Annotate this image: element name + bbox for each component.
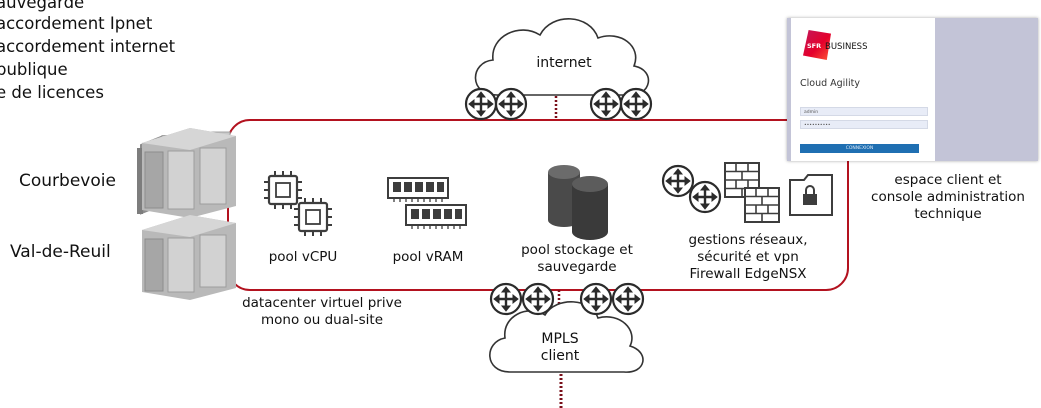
internet-cloud-label: internet [536, 55, 592, 71]
server-rack-icon [137, 131, 231, 216]
network-label-line2: sécurité et vpn [697, 249, 799, 265]
mpls-cloud-label-line1: MPLS [541, 331, 579, 347]
brand-text: BUSINESS [825, 42, 868, 52]
service-list-item: accordement internet [0, 37, 176, 56]
router-icon [619, 87, 653, 121]
mpls-cloud-label-line2: client [540, 348, 580, 364]
console-label-line1: espace client et [894, 172, 1002, 188]
ram-stick-icon [405, 204, 467, 230]
service-list-item: publique [0, 60, 68, 79]
router-icon [464, 87, 498, 121]
mpls-cloud [489, 301, 644, 373]
cpu-chip-icon [292, 196, 334, 238]
storage-icon [548, 165, 608, 240]
router-icon [494, 87, 528, 121]
username-field[interactable]: admin [800, 107, 928, 116]
ram-stick-icon [387, 177, 449, 203]
pool-vcpu-label: pool vCPU [268, 249, 338, 265]
sfr-logo-text: SFR [807, 42, 822, 50]
site-label-val-de-reuil: Val-de-Reuil [10, 242, 111, 262]
router-icon [688, 180, 722, 214]
internet-cloud [474, 18, 650, 96]
login-panel: SFR BUSINESS Cloud Agility admin •••••••… [791, 18, 935, 161]
router-icon [589, 87, 623, 121]
router-icon [579, 282, 613, 316]
server-rack-icon [142, 128, 236, 218]
server-rack-icon [142, 215, 236, 300]
router-icon [489, 282, 523, 316]
pool-storage-label-line1: pool stockage et [521, 242, 633, 258]
console-label-line3: technique [914, 206, 982, 222]
password-field[interactable]: •••••••••• [800, 120, 928, 129]
firewall-icon [744, 187, 780, 223]
service-list-item: auvegarde [0, 0, 85, 12]
network-label-line3: Firewall EdgeNSX [689, 266, 807, 282]
login-screenshot: SFR BUSINESS Cloud Agility admin •••••••… [787, 18, 1038, 161]
lock-icon [789, 174, 833, 216]
router-icon [661, 164, 695, 198]
router-icon [521, 282, 555, 316]
cpu-chip-icon [262, 169, 304, 211]
service-list-item: e de licences [0, 83, 104, 102]
service-list-item: accordement Ipnet [0, 14, 153, 33]
site-label-courbevoie: Courbevoie [19, 171, 116, 191]
network-label-line1: gestions réseaux, [688, 232, 808, 248]
router-icon [611, 282, 645, 316]
console-label-line2: console administration [871, 189, 1025, 205]
pool-vram-label: pool vRAM [392, 249, 464, 265]
datacenter-label-line1: datacenter virtuel prive [242, 295, 402, 311]
app-name: Cloud Agility [800, 78, 860, 89]
datacenter-label-line2: mono ou dual-site [260, 312, 384, 328]
pool-storage-label-line2: sauvegarde [537, 259, 617, 275]
sfr-logo [803, 30, 831, 60]
login-button[interactable]: CONNEXION [800, 144, 919, 153]
